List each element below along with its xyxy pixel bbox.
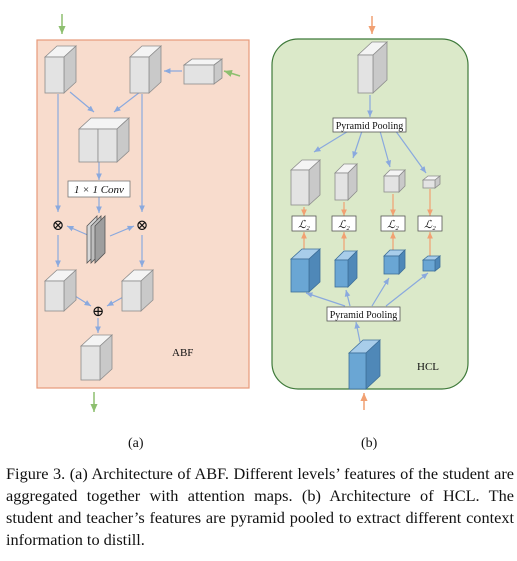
hcl-pyramid-pooling-top-label: Pyramid Pooling xyxy=(336,121,404,132)
hcl-arrows-blue xyxy=(305,95,429,343)
abf-cube-top-left xyxy=(43,45,78,94)
hcl-teacher-cube xyxy=(356,41,389,94)
abf-panel-background xyxy=(36,39,250,389)
hcl-student-cube xyxy=(347,339,382,390)
abf-arrows xyxy=(55,68,182,333)
hcl-pyramid-pooling-bottom-label: Pyramid Pooling xyxy=(330,310,398,321)
hcl-student-cube-level-3 xyxy=(383,249,406,275)
abf-attention-maps xyxy=(86,215,106,264)
hcl-student-cube-level-1 xyxy=(289,248,322,293)
svg-text:ℒ₂: ℒ₂ xyxy=(424,219,436,231)
svg-text:ℒ₂: ℒ₂ xyxy=(298,219,310,231)
hcl-teacher-cube-level-2 xyxy=(334,163,358,201)
figure-caption: Figure 3. (a) Architecture of ABF. Diffe… xyxy=(6,464,514,549)
hcl-teacher-cube-level-4 xyxy=(421,175,442,189)
panel-b-label: (b) xyxy=(361,436,378,451)
abf-cube-output xyxy=(79,334,114,381)
abf-side-input-arrow xyxy=(223,69,241,77)
hcl-teacher-cube-level-3 xyxy=(383,169,406,193)
hcl-panel-name: HCL xyxy=(417,361,439,373)
abf-conv-label: 1 × 1 Conv xyxy=(74,184,124,196)
abf-cube-mid-right xyxy=(120,269,155,312)
abf-cube-mid-left xyxy=(43,269,78,312)
hcl-pyramid-pooling-bottom: Pyramid Pooling xyxy=(326,306,401,322)
abf-multiply-right: ⊗ xyxy=(136,218,149,234)
hcl-l2-loss-1: ℒ₂ xyxy=(291,215,317,232)
hcl-pyramid-pooling-top: Pyramid Pooling xyxy=(332,117,407,133)
abf-cube-side-input xyxy=(182,58,224,85)
abf-cube-top-right xyxy=(128,45,163,94)
svg-text:ℒ₂: ℒ₂ xyxy=(338,219,350,231)
figure-diagram: 1 × 1 Conv ⊗ ⊗ ⊕ ABF xyxy=(36,14,469,412)
abf-add-symbol: ⊕ xyxy=(92,304,105,320)
hcl-panel-background xyxy=(271,38,469,390)
hcl-arrows-orange xyxy=(301,189,433,256)
hcl-l2-loss-2: ℒ₂ xyxy=(331,215,357,232)
abf-panel-name: ABF xyxy=(172,347,193,359)
abf-conv-box: 1 × 1 Conv xyxy=(67,180,131,198)
abf-cube-concat xyxy=(77,117,131,163)
hcl-teacher-cube-level-1 xyxy=(289,159,322,206)
panel-a-label: (a) xyxy=(128,436,144,451)
hcl-l2-loss-3: ℒ₂ xyxy=(380,215,406,232)
svg-text:ℒ₂: ℒ₂ xyxy=(387,219,399,231)
hcl-student-cube-level-2 xyxy=(334,250,358,288)
hcl-l2-loss-4: ℒ₂ xyxy=(417,215,443,232)
abf-multiply-left: ⊗ xyxy=(52,218,65,234)
hcl-student-cube-level-4 xyxy=(421,255,442,272)
